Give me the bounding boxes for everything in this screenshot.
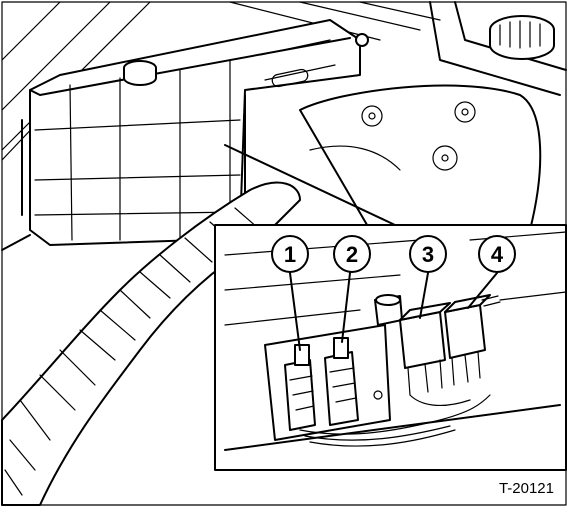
figure-id: T-20121 [498,480,554,497]
callout-4: 4 [478,235,516,273]
callout-4-label: 4 [491,242,504,267]
callout-leaders [289,272,498,351]
detail-pointer-line [224,144,396,226]
callout-3-label: 3 [422,242,434,267]
relay-3 [399,302,451,396]
callout-1-label: 1 [284,242,296,267]
callout-2-label: 2 [346,242,358,267]
callout-2: 2 [333,235,371,273]
callout-1: 1 [271,235,309,273]
callout-3: 3 [409,235,447,273]
fuse-2 [324,337,359,426]
expansion-tank [21,19,369,246]
fuse-1 [284,344,316,431]
